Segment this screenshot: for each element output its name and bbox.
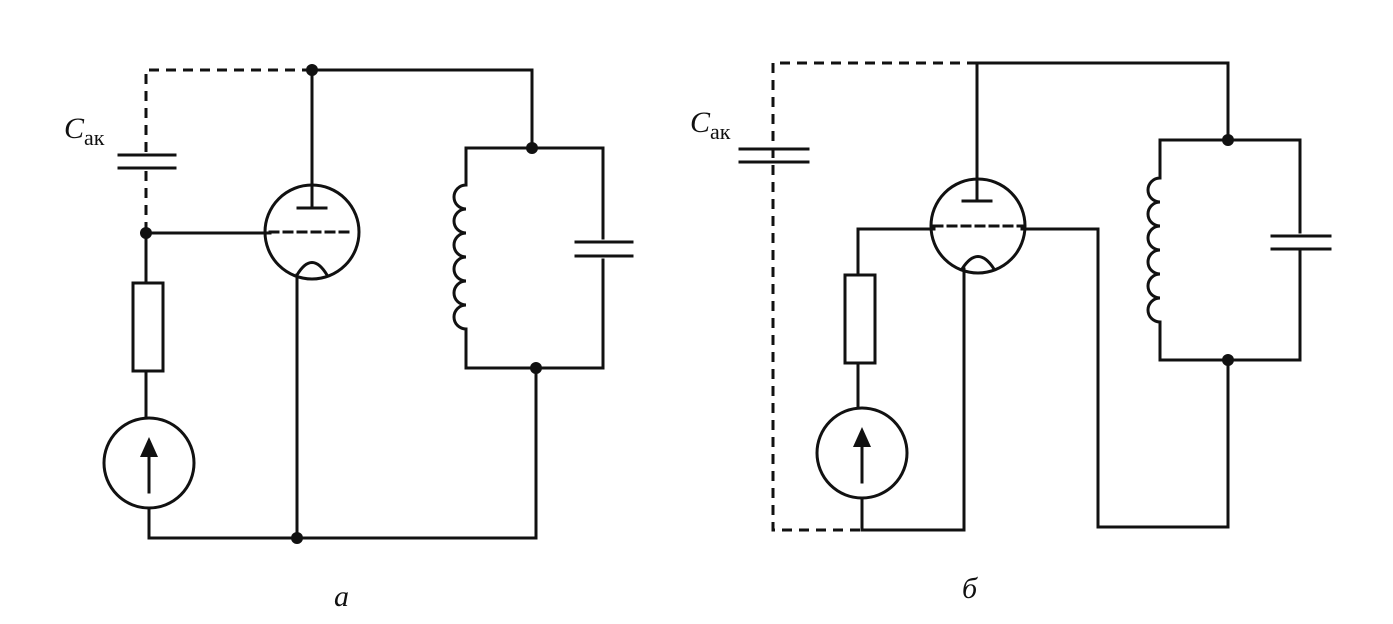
vacuum-tube [929,177,1027,275]
junction-dot [1222,134,1234,146]
circuit-b: Cак [690,61,1332,605]
capacitor-cak [738,147,810,164]
caption-a: а [334,580,349,613]
current-source [102,416,196,510]
junction-dot [306,64,318,76]
tank-circuit [1146,138,1332,362]
resistor [843,273,877,365]
vacuum-tube [263,183,361,281]
wire-bottom [860,267,966,532]
capacitor-cak-label: Cак [64,112,105,150]
wire-top [310,68,534,150]
junction-dot [1222,354,1234,366]
caption-b: б [962,572,978,605]
tank-circuit [452,146,634,370]
wire-right [1020,227,1230,529]
resistor [131,281,165,373]
junction-dot [526,142,538,154]
junction-dot [140,227,152,239]
junction-dot [530,362,542,374]
circuit-a: Cак [64,64,634,613]
capacitor-cak [117,153,177,170]
wire-grid [856,227,936,277]
inductor-coil [1146,138,1162,362]
inductor-coil [452,146,468,370]
capacitor-cak-label: Cак [690,106,731,144]
dashed-feedback-wire [771,61,977,532]
wire-top [975,61,1230,142]
dashed-feedback-wire [144,68,312,152]
wire-bottom [147,366,538,540]
current-source [815,406,909,500]
junction-dot [291,532,303,544]
